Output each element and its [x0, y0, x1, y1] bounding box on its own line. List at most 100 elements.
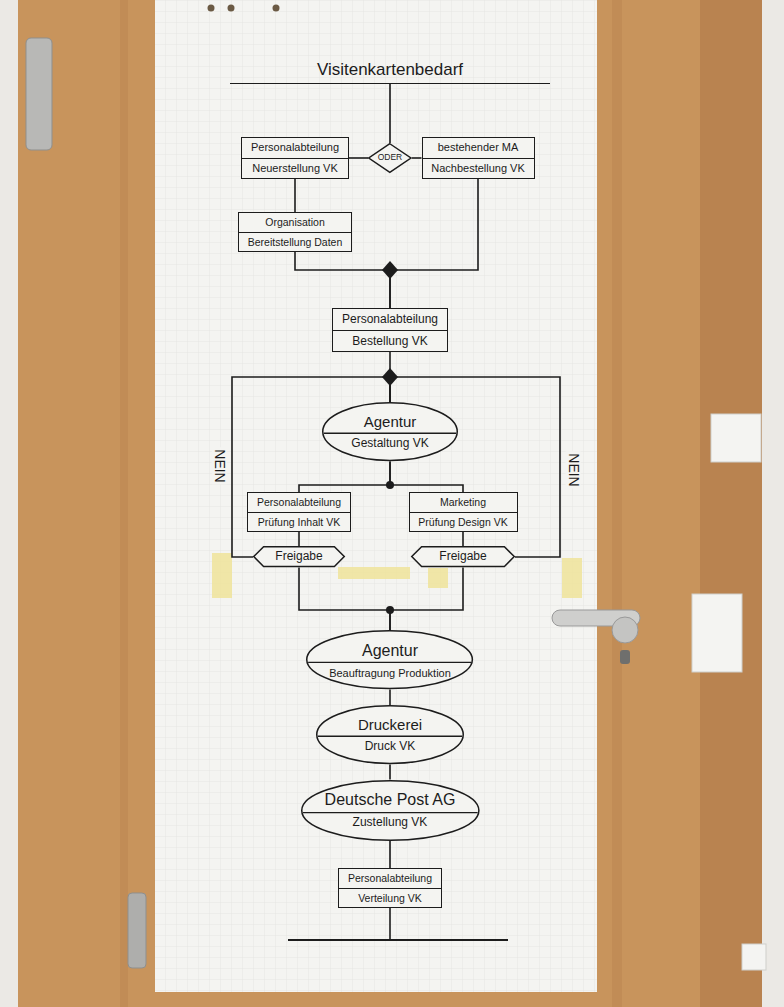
- ellipse-divider: [324, 433, 456, 434]
- wood-grain: [612, 0, 622, 1007]
- release-hexagon: Freigabe: [411, 546, 515, 567]
- connector: [390, 377, 560, 557]
- connector: [389, 840, 391, 867]
- process-ellipse: AgenturBeauftragung Produktion: [306, 630, 473, 689]
- process-box: bestehender MANachbestellung VK: [422, 137, 535, 178]
- ellipse-divider: [318, 736, 462, 737]
- node-content: AgenturGestaltung VK: [351, 414, 428, 451]
- connector: [299, 462, 390, 492]
- connector: [298, 532, 300, 546]
- process-ellipse: Deutsche Post AG Zustellung VK: [301, 780, 480, 841]
- node-heading: Deutsche Post AG: [325, 791, 456, 809]
- light-switch: [711, 414, 761, 462]
- handle-rosette: [612, 617, 638, 643]
- switch-panel: [692, 594, 742, 672]
- edge-label-holder: NEIN: [211, 447, 226, 484]
- connector: [389, 765, 391, 780]
- ellipse-outline: [317, 706, 464, 764]
- node-text: Verteilung VK: [339, 889, 441, 908]
- connector: [295, 252, 390, 308]
- connector: [389, 690, 391, 706]
- node-outline: [306, 630, 473, 689]
- tape: [338, 567, 410, 579]
- hinge: [26, 38, 52, 150]
- ellipse-outline: [323, 403, 458, 461]
- node-text: Bestellung VK: [333, 331, 447, 351]
- connector: [349, 157, 368, 159]
- event-bar: Visitenkartenbedarf: [230, 60, 550, 84]
- connector: [390, 179, 478, 308]
- node-text: Druck VK: [365, 740, 416, 753]
- hexagon-outline: [254, 547, 345, 567]
- node-content: ODER: [378, 153, 403, 162]
- node-text: Prüfung Design VK: [410, 513, 517, 532]
- node-heading: Agentur: [362, 642, 418, 660]
- node-text: Zustellung VK: [353, 816, 428, 829]
- ellipse-divider: [303, 812, 478, 813]
- node-outline: [322, 402, 458, 461]
- process-ellipse: AgenturGestaltung VK: [322, 402, 458, 461]
- node-text: Prüfung Inhalt VK: [248, 513, 350, 532]
- node-heading: Agentur: [364, 414, 417, 431]
- diamond-outline: [369, 144, 411, 173]
- node-heading: bestehender MA: [423, 138, 534, 158]
- edge-label: NEIN: [565, 451, 580, 488]
- process-box: OrganisationBereitstellung Daten: [238, 212, 352, 252]
- connector: [412, 157, 422, 159]
- tape: [428, 568, 448, 588]
- edge-label: NEIN: [211, 447, 226, 484]
- paper: [155, 0, 597, 992]
- ellipse-outline: [307, 631, 473, 689]
- node-text: Gestaltung VK: [351, 437, 428, 450]
- node-heading: Organisation: [239, 213, 351, 233]
- hexagon-outline: [412, 547, 515, 567]
- connector: [389, 84, 391, 143]
- node-content: Deutsche Post AG Zustellung VK: [325, 791, 456, 829]
- node-text: Bereitstellung Daten: [239, 233, 351, 252]
- door: [18, 0, 702, 1007]
- door-frame: [700, 0, 762, 1007]
- node-text: Beauftragung Produktion: [329, 666, 451, 678]
- and-junction: [382, 368, 398, 386]
- node-content: Freigabe: [439, 550, 486, 563]
- keyhole: [620, 650, 630, 664]
- merge-dot: [386, 606, 394, 614]
- node-heading: Marketing: [410, 493, 517, 513]
- and-junction: [382, 261, 398, 279]
- node-heading: Visitenkartenbedarf: [230, 60, 550, 84]
- node-content: Freigabe: [275, 550, 322, 563]
- ellipse-outline: [301, 780, 478, 839]
- node-text: Neuerstellung VK: [242, 159, 348, 178]
- node-heading: Freigabe: [439, 550, 486, 563]
- connector: [462, 532, 464, 546]
- wall-socket: [742, 944, 766, 970]
- node-text: Nachbestellung VK: [423, 159, 534, 178]
- node-heading: Personalabteilung: [242, 138, 348, 158]
- paper-grid: [155, 0, 597, 992]
- process-box: PersonalabteilungNeuerstellung VK: [241, 137, 349, 178]
- node-heading: Druckerei: [358, 717, 422, 734]
- node-content: AgenturBeauftragung Produktion: [329, 642, 451, 679]
- process-box: MarketingPrüfung Design VK: [409, 492, 518, 532]
- connector: [294, 179, 296, 212]
- connector: [390, 568, 463, 631]
- tape: [562, 558, 582, 598]
- decision-diamond: ODER: [368, 143, 412, 173]
- split-dot: [386, 481, 394, 489]
- node-heading: Personalabteilung: [339, 869, 441, 889]
- pin-hole: [273, 5, 280, 12]
- wood-grain: [120, 0, 128, 1007]
- process-ellipse: DruckereiDruck VK: [316, 705, 464, 764]
- node-heading: ODER: [378, 153, 403, 162]
- node-heading: Personalabteilung: [333, 309, 447, 330]
- node-content: DruckereiDruck VK: [358, 717, 422, 754]
- process-box: PersonalabteilungBestellung VK: [332, 308, 448, 352]
- process-box: PersonalabteilungPrüfung Inhalt VK: [247, 492, 351, 532]
- node-outline: [316, 705, 464, 764]
- node-heading: Personalabteilung: [248, 493, 350, 513]
- tape: [212, 553, 232, 598]
- hinge: [128, 893, 146, 968]
- connector: [232, 377, 390, 557]
